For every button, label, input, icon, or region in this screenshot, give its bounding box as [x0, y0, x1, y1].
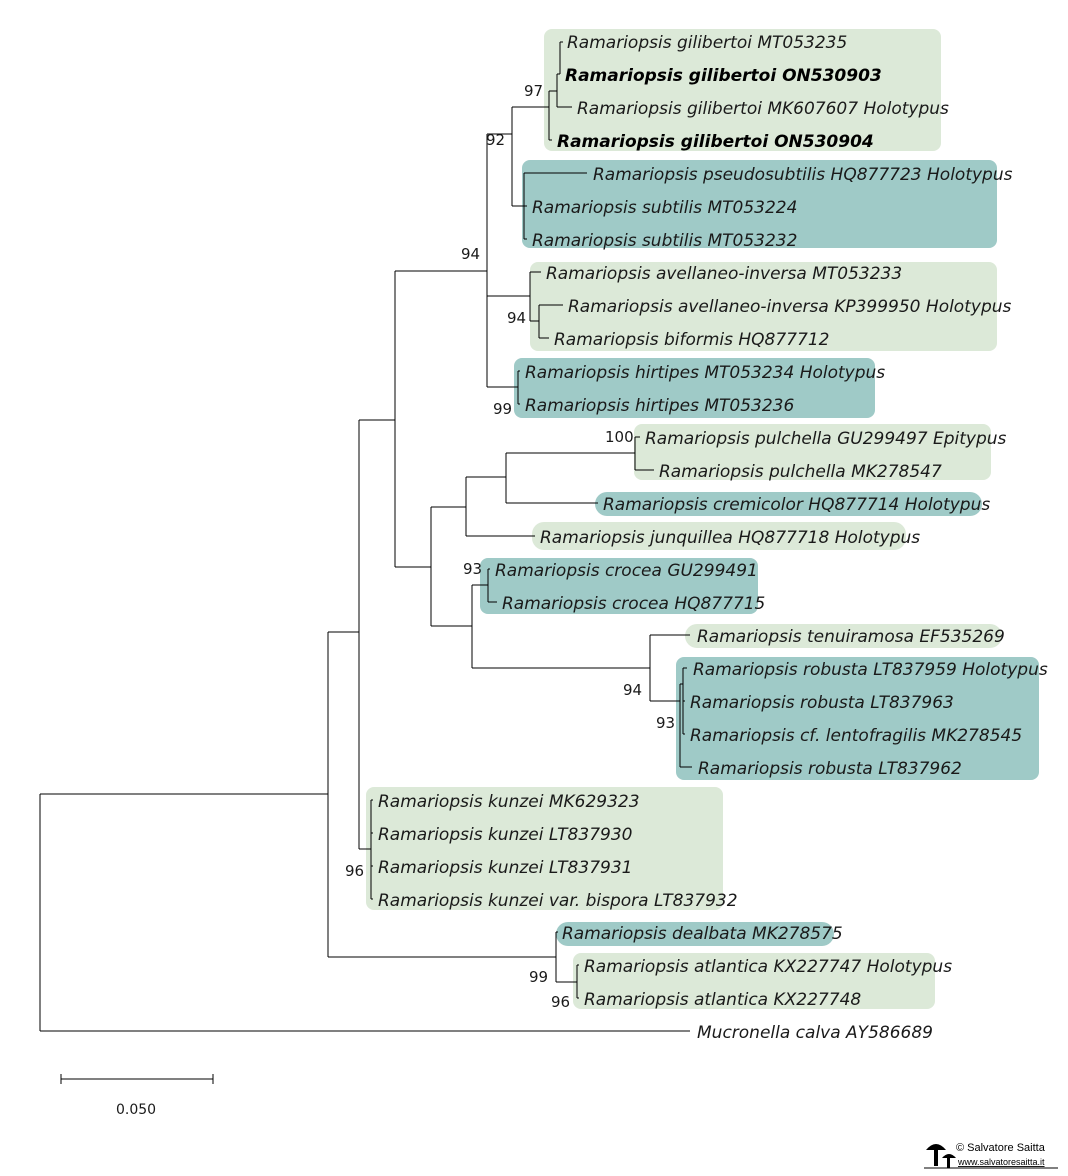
clade-box-subtilis	[522, 160, 997, 248]
clade-box-gilibertoi	[544, 29, 941, 151]
taxon-label: Ramariopsis cf. lentofragilis MK278545	[690, 726, 1022, 746]
clade-box-avellaneo-inversa	[530, 262, 997, 351]
support-value: 96	[345, 862, 364, 880]
clade-box-junquillea	[532, 522, 906, 550]
support-value: 100	[605, 428, 634, 446]
support-value: 97	[524, 82, 543, 100]
taxon-label: Ramariopsis crocea HQ877715	[502, 594, 765, 614]
taxon-label: Ramariopsis tenuiramosa EF535269	[697, 627, 1005, 647]
clade-box-hirtipes	[514, 358, 875, 418]
taxon-label: Ramariopsis robusta LT837963	[690, 693, 954, 713]
taxon-label: Ramariopsis hirtipes MT053234 Holotypus	[525, 363, 885, 383]
taxon-label: Ramariopsis kunzei var. bispora LT837932	[378, 891, 738, 911]
support-value: 92	[486, 131, 505, 149]
support-value: 94	[623, 681, 642, 699]
support-value: 93	[463, 560, 482, 578]
clade-highlights	[366, 29, 1039, 1009]
watermark-logo: © Salvatore Saitta www.salvatoresaitta.i…	[924, 1142, 1058, 1169]
taxon-label: Ramariopsis atlantica KX227747 Holotypus	[584, 957, 952, 977]
clade-box-kunzei	[366, 787, 723, 910]
taxon-label: Mucronella calva AY586689	[697, 1023, 933, 1043]
clade-box-tenuiramosa	[685, 624, 1002, 648]
support-value: 96	[551, 993, 570, 1011]
taxon-label: Ramariopsis robusta LT837962	[698, 759, 962, 779]
taxon-label: Ramariopsis gilibertoi MK607607 Holotypu…	[577, 99, 949, 119]
clade-box-pulchella	[634, 424, 991, 480]
scale-bar: 0.050	[60, 1074, 214, 1118]
taxon-label: Ramariopsis avellaneo-inversa MT053233	[546, 264, 902, 284]
clade-box-atlantica	[573, 953, 935, 1009]
taxon-label: Ramariopsis kunzei LT837930	[378, 825, 632, 845]
taxon-label: Ramariopsis kunzei MK629323	[378, 792, 640, 812]
support-values: 97 92 94 94 99 100 93 94 93 96 99 96	[345, 82, 675, 1011]
support-value: 93	[656, 714, 675, 732]
scale-bar-label: 0.050	[116, 1102, 156, 1118]
taxon-label: Ramariopsis cremicolor HQ877714 Holotypu…	[603, 495, 990, 515]
clade-box-crocea	[480, 558, 758, 614]
taxon-label: Ramariopsis avellaneo-inversa KP399950 H…	[568, 297, 1012, 317]
taxon-label: Ramariopsis dealbata MK278575	[562, 924, 843, 944]
watermark-text: © Salvatore Saitta	[956, 1142, 1046, 1154]
support-value: 94	[507, 309, 526, 327]
taxon-label: Ramariopsis biformis HQ877712	[554, 330, 829, 350]
taxon-label: Ramariopsis atlantica KX227748	[584, 990, 861, 1010]
clade-box-cremicolor	[595, 492, 982, 516]
taxon-label: Ramariopsis kunzei LT837931	[378, 858, 632, 878]
taxon-labels: Ramariopsis gilibertoi MT053235 Ramariop…	[378, 33, 1048, 1043]
support-value: 99	[529, 968, 548, 986]
support-value: 94	[461, 245, 480, 263]
taxon-label: Ramariopsis subtilis MT053224	[532, 198, 797, 218]
taxon-label: Ramariopsis robusta LT837959 Holotypus	[693, 660, 1048, 680]
taxon-label: Ramariopsis pulchella GU299497 Epitypus	[645, 429, 1007, 449]
taxon-label: Ramariopsis gilibertoi ON530903	[565, 66, 882, 86]
mushroom-icon	[924, 1144, 1058, 1169]
taxon-label: Ramariopsis pulchella MK278547	[659, 462, 942, 482]
taxon-label: Ramariopsis pseudosubtilis HQ877723 Holo…	[593, 165, 1013, 185]
taxon-label: Ramariopsis hirtipes MT053236	[525, 396, 794, 416]
watermark-url: www.salvatoresaitta.it	[957, 1157, 1045, 1167]
tree-branches	[39, 41, 692, 1032]
taxon-label: Ramariopsis crocea GU299491	[495, 561, 758, 581]
taxon-label: Ramariopsis subtilis MT053232	[532, 231, 797, 251]
clade-box-robusta	[676, 657, 1039, 780]
support-value: 99	[493, 400, 512, 418]
taxon-label: Ramariopsis gilibertoi MT053235	[567, 33, 847, 53]
taxon-label: Ramariopsis junquillea HQ877718 Holotypu…	[540, 528, 920, 548]
taxon-label: Ramariopsis gilibertoi ON530904	[557, 132, 874, 152]
clade-box-dealbata	[556, 922, 834, 946]
